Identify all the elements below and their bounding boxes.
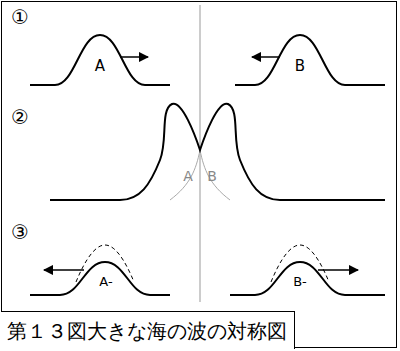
combined-wave [50, 104, 385, 200]
wave-label: A [95, 59, 105, 74]
step-number: ② [11, 107, 29, 127]
motion-arrow [44, 269, 84, 271]
wave-a [30, 35, 170, 85]
wave-label: A- [99, 275, 112, 288]
wave-label: A [183, 169, 193, 183]
motion-arrow [120, 56, 148, 58]
wave-a-outline [170, 150, 200, 200]
wave-label: B- [293, 275, 307, 288]
step-number: ① [11, 7, 29, 27]
caption-box: 第１３図大きな海の波の対称図 [1, 311, 295, 349]
figure-caption: 第１３図大きな海の波の対称図 [7, 319, 287, 343]
wave-b [235, 35, 385, 85]
wave-b-outline [200, 150, 230, 200]
wave-label: B [295, 59, 305, 74]
wave-b-minus [230, 262, 385, 295]
wave-a-minus [30, 262, 170, 295]
motion-arrow [252, 56, 280, 58]
wave-label: B [207, 169, 217, 183]
motion-arrow [318, 269, 358, 271]
step-number: ③ [11, 222, 29, 242]
